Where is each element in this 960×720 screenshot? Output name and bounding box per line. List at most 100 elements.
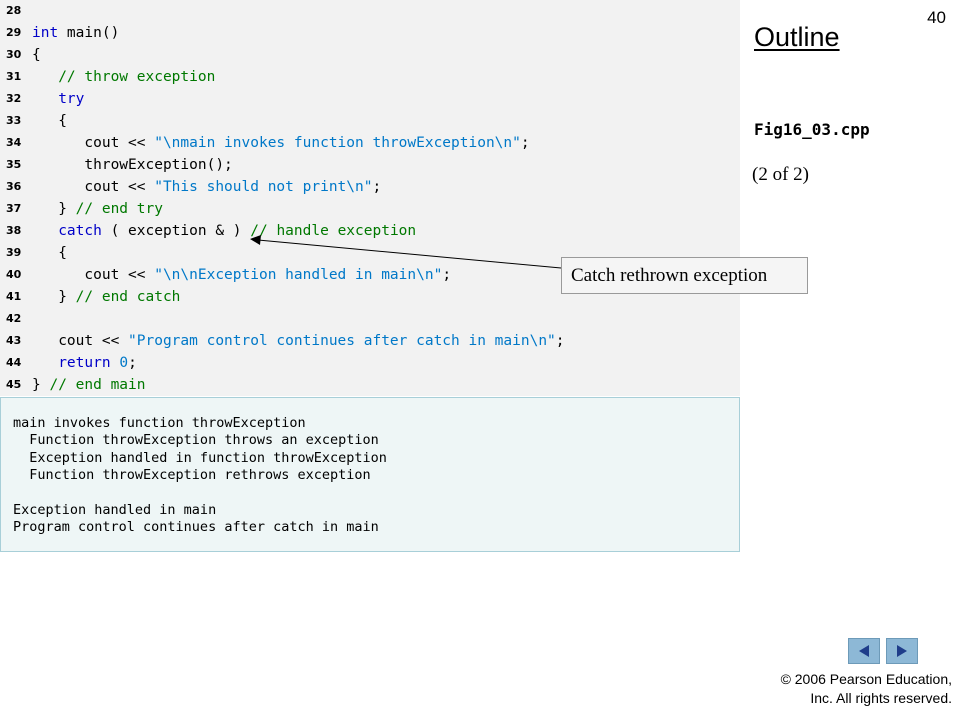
line-number: 37 — [6, 202, 22, 215]
code-token: "This should not print\n" — [154, 179, 373, 195]
line-number: 42 — [6, 312, 22, 325]
code-token: "\n\nException handled in main\n" — [154, 267, 443, 283]
outline-title[interactable]: Outline — [754, 22, 840, 52]
code-text: catch ( exception & ) // handle exceptio… — [32, 220, 416, 242]
code-text: try — [32, 88, 84, 110]
code-token: "\nmain invokes function throwException\… — [154, 135, 521, 151]
code-text: } // end catch — [32, 286, 180, 308]
line-number: 40 — [6, 268, 22, 281]
line-number: 31 — [6, 70, 22, 83]
code-text: } // end main — [32, 374, 146, 396]
code-token: { — [32, 113, 67, 129]
code-token: cout << — [32, 179, 155, 195]
code-line: 33 { — [0, 110, 740, 132]
code-line: 38 catch ( exception & ) // handle excep… — [0, 220, 740, 242]
code-token: ; — [555, 333, 565, 349]
code-token: cout << — [32, 333, 129, 349]
code-text: int main() — [32, 22, 119, 44]
code-line: 36 cout << "This should not print\n"; — [0, 176, 740, 198]
code-line: 28 — [0, 0, 740, 22]
code-token: try — [58, 91, 85, 107]
code-token: ; — [442, 267, 452, 283]
code-text: cout << "Program control continues after… — [32, 330, 565, 352]
code-text: cout << "\nmain invokes function throwEx… — [32, 132, 529, 154]
code-line: 30 { — [0, 44, 740, 66]
slide-number: 40 — [927, 8, 946, 27]
line-number: 34 — [6, 136, 22, 149]
code-token: throwException(); — [32, 157, 233, 173]
output-line: Function throwException throws an except… — [13, 432, 379, 449]
copyright-line-2: Inc. All rights reserved. — [810, 690, 952, 706]
line-number: 35 — [6, 158, 22, 171]
code-token: ; — [128, 355, 137, 371]
line-number: 43 — [6, 334, 22, 347]
code-token: cout << — [32, 135, 155, 151]
copyright-notice: © 2006 Pearson Education, Inc. All right… — [781, 670, 952, 708]
line-number: 45 — [6, 378, 22, 391]
code-line: 35 throwException(); — [0, 154, 740, 176]
code-text: // throw exception — [32, 66, 215, 88]
code-token: } — [32, 289, 76, 305]
code-token: // end try — [75, 201, 163, 217]
code-line: 32 try — [0, 88, 740, 110]
code-token: // end main — [49, 377, 146, 393]
callout-box: Catch rethrown exception — [561, 257, 808, 294]
code-token: } — [32, 201, 76, 217]
line-number: 39 — [6, 246, 22, 259]
code-line: 40 cout << "\n\nException handled in mai… — [0, 264, 740, 286]
code-token: main() — [58, 25, 120, 41]
code-text: { — [32, 110, 67, 132]
code-token — [32, 355, 58, 371]
line-number: 29 — [6, 26, 22, 39]
triangle-right-icon — [897, 645, 907, 657]
code-line: 41 } // end catch — [0, 286, 740, 308]
output-line: main invokes function throwException — [13, 415, 306, 431]
code-token: // end catch — [75, 289, 181, 305]
line-number: 38 — [6, 224, 22, 237]
line-number: 41 — [6, 290, 22, 303]
code-line: 45} // end main — [0, 374, 740, 396]
code-text: cout << "This should not print\n"; — [32, 176, 381, 198]
copyright-line-1: © 2006 Pearson Education, — [780, 671, 952, 687]
code-text: throwException(); — [32, 154, 233, 176]
output-line: Exception handled in main — [13, 501, 217, 518]
output-line: Program control continues after catch in… — [13, 518, 379, 535]
code-token: } — [32, 377, 50, 393]
code-line: 39 { — [0, 242, 740, 264]
page-indicator: (2 of 2) — [752, 164, 809, 185]
code-token — [32, 91, 58, 107]
output-line: Function throwException rethrows excepti… — [13, 466, 371, 483]
code-token: ( exception & ) — [101, 223, 251, 239]
code-line: 37 } // end try — [0, 198, 740, 220]
line-number: 44 — [6, 356, 22, 369]
code-token: { — [32, 47, 41, 63]
code-token: ; — [372, 179, 382, 195]
code-token: // handle exception — [250, 223, 417, 239]
code-token: return — [58, 355, 111, 371]
code-token: cout << — [32, 267, 155, 283]
line-number: 32 — [6, 92, 22, 105]
code-token: catch — [58, 223, 102, 239]
previous-slide-button[interactable] — [848, 638, 880, 664]
code-token: { — [32, 245, 67, 261]
code-text: } // end try — [32, 198, 163, 220]
code-line: 43 cout << "Program control continues af… — [0, 330, 740, 352]
line-number: 36 — [6, 180, 22, 193]
triangle-left-icon — [859, 645, 869, 657]
code-text: cout << "\n\nException handled in main\n… — [32, 264, 451, 286]
figure-file-name: Fig16_03.cpp — [754, 120, 870, 139]
code-line: 31 // throw exception — [0, 66, 740, 88]
output-line: Exception handled in function throwExcep… — [13, 449, 387, 466]
code-text: return 0; — [32, 352, 137, 374]
code-line: 44 return 0; — [0, 352, 740, 374]
code-token: "Program control continues after catch i… — [128, 333, 556, 349]
code-line: 29 int main() — [0, 22, 740, 44]
code-line: 34 cout << "\nmain invokes function thro… — [0, 132, 740, 154]
code-text: { — [32, 242, 67, 264]
code-text: { — [32, 44, 41, 66]
code-token: int — [32, 25, 59, 41]
next-slide-button[interactable] — [886, 638, 918, 664]
line-number: 30 — [6, 48, 22, 61]
code-token: 0 — [119, 355, 129, 371]
